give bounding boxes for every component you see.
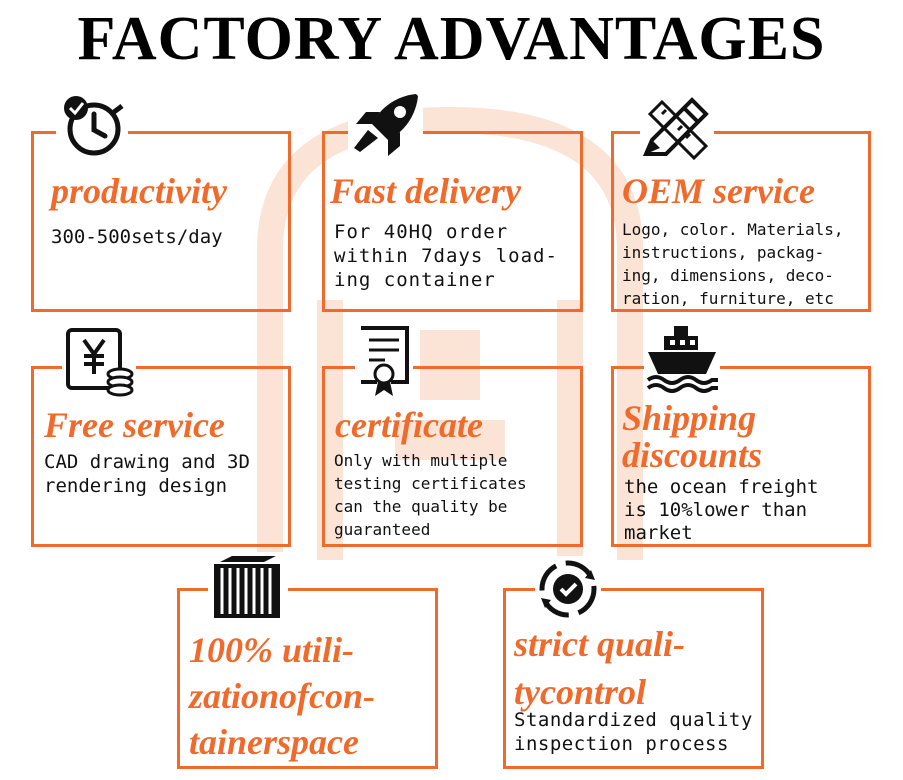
gear-check-icon: [535, 556, 601, 622]
card-description: Only with multiple testing certificates …: [334, 451, 527, 539]
card-title: strict quali- tycontrol: [514, 624, 686, 712]
card-oem-service: [611, 131, 871, 312]
card-title: certificate: [335, 405, 483, 445]
pencil-ruler-icon: [640, 94, 714, 164]
certificate-icon: [355, 324, 413, 398]
container-icon: [208, 552, 288, 622]
card-shipping-discounts: [611, 366, 871, 547]
card-quality-control: [503, 588, 764, 769]
card-title: OEM service: [622, 171, 815, 211]
card-description: Standardized quality inspection process: [514, 709, 753, 755]
card-container-utilization: [177, 588, 438, 769]
card-title: Shipping discounts: [622, 398, 763, 475]
card-description: 300-500sets/day: [51, 226, 223, 248]
card-title: 100% utili- zationofcon- tainerspace: [189, 630, 376, 762]
card-title: Fast delivery: [330, 171, 521, 211]
rocket-icon: [348, 90, 423, 160]
yuan-coins-icon: [62, 326, 136, 398]
clock-check-icon: [56, 92, 128, 160]
card-free-service: [31, 366, 291, 547]
card-fast-delivery: [322, 131, 583, 312]
card-title: productivity: [51, 171, 227, 211]
card-productivity: [31, 131, 291, 312]
page-title: FACTORY ADVANTAGES: [77, 5, 826, 73]
card-description: the ocean freight is 10%lower than marke…: [624, 476, 819, 544]
ship-icon: [644, 322, 720, 394]
card-description: Logo, color. Materials, instructions, pa…: [622, 220, 844, 308]
card-description: For 40HQ order within 7days load- ing co…: [334, 221, 558, 291]
card-title: Free service: [44, 405, 225, 445]
card-certificate: [322, 366, 583, 547]
card-description: CAD drawing and 3D rendering design: [44, 451, 250, 497]
